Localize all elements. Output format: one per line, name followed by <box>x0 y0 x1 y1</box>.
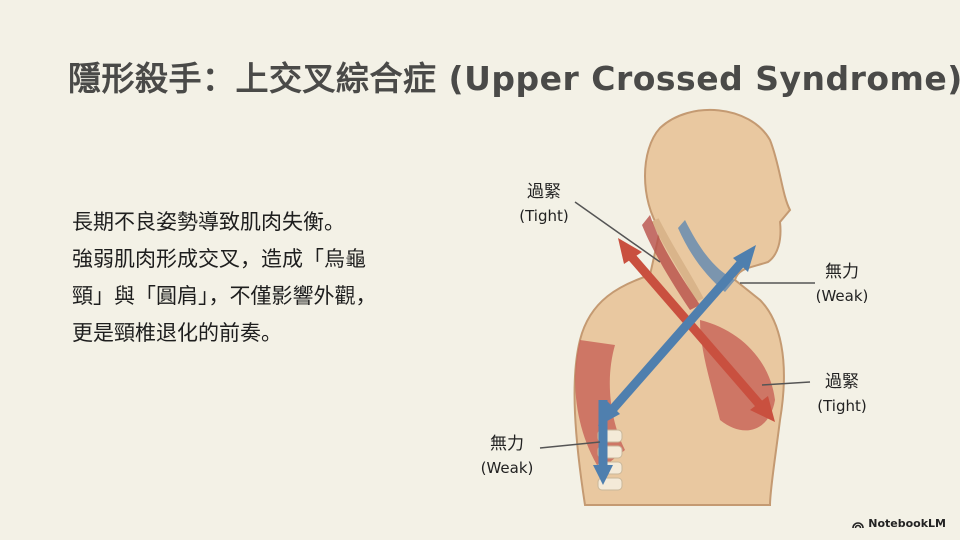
description-line: 更是頸椎退化的前奏。 <box>72 321 282 345</box>
description-line: 強弱肌肉形成交叉，造成「烏龜 <box>72 247 366 271</box>
description-line: 長期不良姿勢導致肌肉失衡。 <box>72 210 345 234</box>
tight-arrow <box>618 238 775 422</box>
label-weak-lower: 無力 (Weak) <box>475 432 539 480</box>
weak-arrow <box>593 245 756 485</box>
label-tight-lower: 過緊 (Tight) <box>810 370 874 418</box>
label-en: (Weak) <box>815 287 869 305</box>
label-zh: 無力 <box>490 434 524 454</box>
arrowhead-icon <box>750 396 775 422</box>
label-zh: 無力 <box>825 262 859 282</box>
arrowhead-icon <box>733 245 756 272</box>
slide-title: 隱形殺手：上交叉綜合症 (Upper Crossed Syndrome) <box>68 59 960 98</box>
arrowhead-icon <box>618 238 642 264</box>
arrowhead-icon <box>593 465 613 485</box>
leader-lines <box>539 201 815 449</box>
notebooklm-logo-icon <box>852 522 865 528</box>
description-line: 頸」與「圓肩」，不僅影響外觀， <box>72 284 377 308</box>
label-zh: 過緊 <box>527 182 561 202</box>
label-en: (Tight) <box>817 397 867 415</box>
label-en: (Tight) <box>519 207 569 225</box>
label-en: (Weak) <box>480 459 534 477</box>
description: 長期不良姿勢導致肌肉失衡。 強弱肌肉形成交叉，造成「烏龜 頸」與「圓肩」，不僅影… <box>72 204 377 352</box>
label-zh: 過緊 <box>825 372 859 392</box>
label-tight-upper: 過緊 (Tight) <box>512 180 576 228</box>
notebooklm-brand: NotebookLM <box>852 517 946 530</box>
body-silhouette <box>573 108 792 506</box>
brand-text: NotebookLM <box>868 517 946 530</box>
label-weak-upper: 無力 (Weak) <box>810 260 874 308</box>
